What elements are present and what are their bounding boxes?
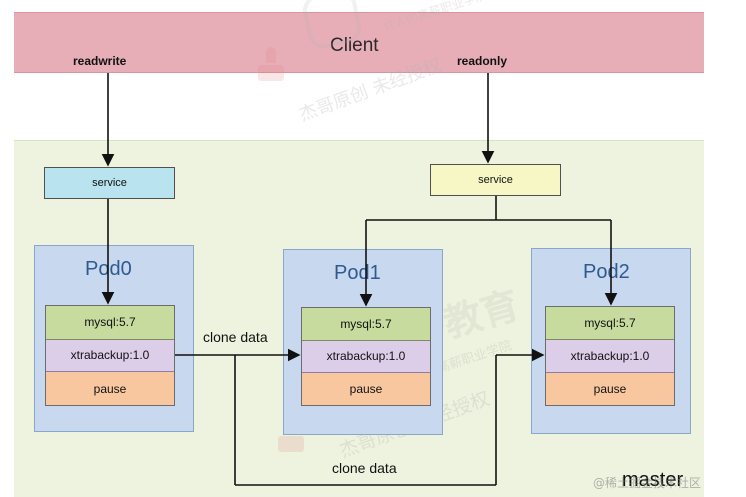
pod2-pause-label: pause xyxy=(593,381,627,396)
master-label: master xyxy=(622,469,684,491)
readonly-label: readonly xyxy=(457,54,508,68)
pod0-xtrabackup-layer: xtrabackup:1.0 xyxy=(46,339,174,373)
pod2-xtrabackup-label: xtrabackup:1.0 xyxy=(570,348,650,363)
pod0-mysql-label: mysql:5.7 xyxy=(84,315,136,330)
service-right-label: service xyxy=(478,174,513,186)
service-right: service xyxy=(430,164,561,196)
pod2-mysql-label: mysql:5.7 xyxy=(584,316,636,331)
pod2-stack: mysql:5.7 xtrabackup:1.0 pause xyxy=(545,306,675,406)
service-left: service xyxy=(44,167,175,199)
pod1-title: Pod1 xyxy=(334,262,381,284)
pod1-mysql-label: mysql:5.7 xyxy=(340,316,392,331)
pod1-pause-label: pause xyxy=(349,381,383,396)
pod2-mysql-layer: mysql:5.7 xyxy=(546,307,674,341)
pod0-pause-label: pause xyxy=(93,381,127,396)
pod0-mysql-layer: mysql:5.7 xyxy=(46,306,174,340)
pod2-pause-layer: pause xyxy=(546,372,674,405)
pod1-pause-layer: pause xyxy=(302,372,430,405)
watermark-stamp-icon-top xyxy=(258,47,284,89)
pod0-pause-layer: pause xyxy=(46,372,174,405)
service-left-label: service xyxy=(92,177,127,189)
pod0-xtrabackup-label: xtrabackup:1.0 xyxy=(70,348,150,363)
pod2-xtrabackup-layer: xtrabackup:1.0 xyxy=(546,340,674,373)
pod0-stack: mysql:5.7 xtrabackup:1.0 pause xyxy=(45,305,175,406)
pod1-stack: mysql:5.7 xtrabackup:1.0 pause xyxy=(301,307,431,406)
readwrite-label: readwrite xyxy=(73,54,127,68)
pod1-mysql-layer: mysql:5.7 xyxy=(302,308,430,341)
client-band xyxy=(14,12,704,73)
pod2-title: Pod2 xyxy=(583,261,630,283)
corner-watermark: @稀土掘金技术社区 xyxy=(593,476,702,490)
clone-data-label-lower: clone data xyxy=(332,460,397,476)
client-label: Client xyxy=(330,35,379,56)
pod1-xtrabackup-label: xtrabackup:1.0 xyxy=(326,349,406,364)
clone-data-label-upper: clone data xyxy=(203,329,268,345)
pod0-title: Pod0 xyxy=(85,258,132,280)
pod1-xtrabackup-layer: xtrabackup:1.0 xyxy=(302,340,430,373)
